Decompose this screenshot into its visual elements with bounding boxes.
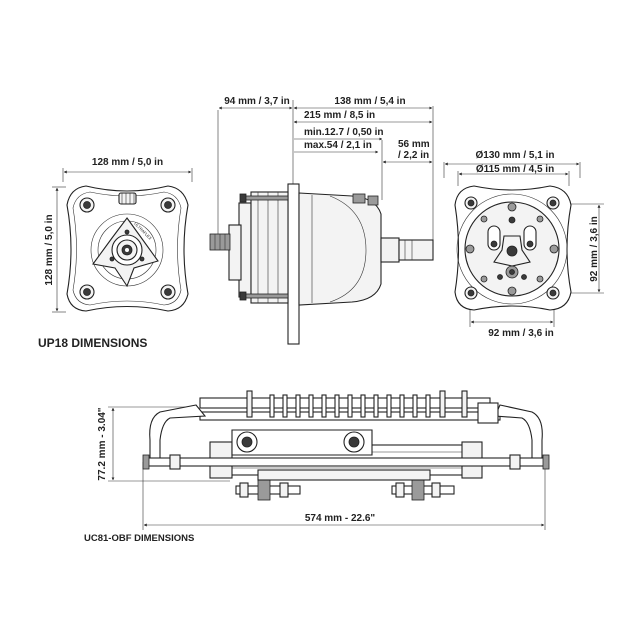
up18-front-view: 128 mm / 5,0 in 128 mm / 5,0 in ULTRAFLE… bbox=[44, 157, 193, 313]
up18-title: UP18 DIMENSIONS bbox=[38, 336, 147, 350]
uc81-length-label: 574 mm - 22.6" bbox=[305, 513, 376, 524]
front-height-label: 128 mm / 5,0 in bbox=[44, 214, 55, 285]
rear-screw bbox=[546, 196, 560, 210]
up18-rear-view: Ø130 mm / 5,1 in Ø115 mm / 4,5 in 92 mm … bbox=[443, 150, 604, 339]
side-dim-94: 94 mm / 3,7 in bbox=[224, 96, 290, 107]
rear-screw bbox=[464, 286, 478, 300]
front-width-label: 128 mm / 5,0 in bbox=[92, 157, 163, 168]
uc81-title: UC81-OBF DIMENSIONS bbox=[84, 533, 194, 544]
rear-right-92: 92 mm / 3,6 in bbox=[589, 216, 600, 282]
front-screw bbox=[79, 284, 95, 300]
cylinder-fins bbox=[246, 390, 468, 418]
front-screw bbox=[160, 197, 176, 213]
side-dim-max: max.54 / 2,1 in bbox=[304, 140, 372, 151]
hose-fitting bbox=[391, 470, 455, 501]
front-screw bbox=[160, 284, 176, 300]
rear-dia-130: Ø130 mm / 5,1 in bbox=[476, 150, 555, 161]
side-dim-56-b: / 2,2 in bbox=[398, 150, 429, 161]
uc81-cylinder-view: 77.2 mm - 3.04" 574 mm - 22.6" bbox=[97, 390, 550, 530]
side-dim-56-a: 56 mm bbox=[398, 139, 430, 150]
uc81-height-label: 77.2 mm - 3.04" bbox=[97, 407, 108, 480]
up18-side-view: 94 mm / 3,7 in 138 mm / 5,4 in 215 mm / … bbox=[209, 96, 434, 345]
side-dim-min: min.12.7 / 0,50 in bbox=[304, 127, 383, 138]
side-dim-215: 215 mm / 8,5 in bbox=[304, 110, 375, 121]
rear-screw bbox=[546, 286, 560, 300]
rear-dia-115: Ø115 mm / 4,5 in bbox=[476, 164, 554, 175]
hose-fitting bbox=[235, 470, 301, 501]
bracket-bolt bbox=[343, 431, 365, 453]
front-screw bbox=[79, 197, 95, 213]
side-dim-138: 138 mm / 5,4 in bbox=[334, 96, 405, 107]
rear-bottom-92: 92 mm / 3,6 in bbox=[488, 328, 554, 339]
rear-screw bbox=[464, 196, 478, 210]
bracket-bolt bbox=[236, 431, 258, 453]
